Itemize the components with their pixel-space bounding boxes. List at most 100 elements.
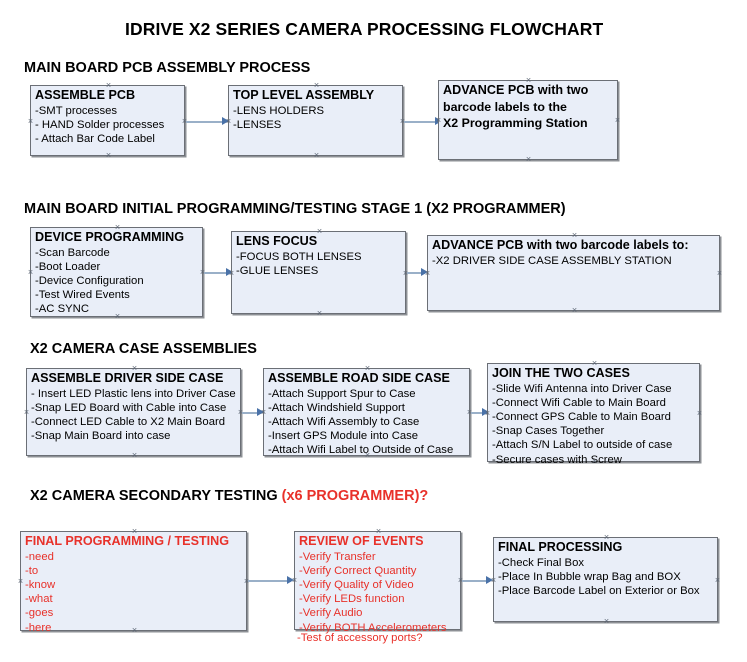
section-title-text: X2 CAMERA SECONDARY TESTING <box>30 488 282 504</box>
connector-device-programming-to-lens-focus <box>204 272 228 274</box>
connection-handle-bottom[interactable] <box>591 458 598 465</box>
section-title-main-board-initial-programming: MAIN BOARD INITIAL PROGRAMMING/TESTING S… <box>24 201 566 217</box>
node-device-programming[interactable]: DEVICE PROGRAMMING -Scan Barcode -Boot L… <box>30 227 203 317</box>
node-top-level-assembly[interactable]: TOP LEVEL ASSEMBLY -LENS HOLDERS -LENSES <box>228 85 403 156</box>
connection-handle-left[interactable] <box>291 577 298 584</box>
node-line: X2 Programming Station <box>443 115 588 130</box>
connection-handle-left[interactable] <box>27 118 34 125</box>
connection-handle-left[interactable] <box>484 410 491 417</box>
connection-handle-left[interactable] <box>424 270 431 277</box>
node-header: ASSEMBLE DRIVER SIDE CASE <box>31 371 224 385</box>
connection-handle-right[interactable] <box>714 577 721 584</box>
node-header: ASSEMBLE PCB <box>35 88 136 102</box>
connection-handle-bottom[interactable] <box>316 310 323 317</box>
connection-handle-bottom[interactable] <box>131 627 138 634</box>
connection-handle-right[interactable] <box>716 270 723 277</box>
connection-handle-top[interactable] <box>131 528 138 535</box>
node-line: -here <box>25 621 52 634</box>
connection-handle-top[interactable] <box>114 224 121 231</box>
node-line: -Slide Wifi Antenna into Driver Case <box>492 382 672 395</box>
connection-handle-top[interactable] <box>131 365 138 372</box>
connection-handle-bottom[interactable] <box>603 618 610 625</box>
connection-handle-top[interactable] <box>105 82 112 89</box>
connector-lens-focus-to-advance-pcb <box>407 272 425 274</box>
node-line: -to <box>25 564 39 577</box>
node-line: -Attach Wifi Assembly to Case <box>268 415 420 428</box>
node-line: - HAND Solder processes <box>35 118 165 131</box>
node-overflow-line-review-of-events: -Test of accessory ports? <box>297 632 423 644</box>
node-line: -know <box>25 578 56 591</box>
node-line: -Check Final Box <box>498 556 585 569</box>
node-line: -Device Configuration <box>35 274 144 287</box>
connection-handle-right[interactable] <box>696 410 703 417</box>
node-lens-focus[interactable]: LENS FOCUS -FOCUS BOTH LENSES -GLUE LENS… <box>231 231 406 314</box>
connection-handle-bottom[interactable] <box>525 156 532 163</box>
node-assemble-pcb[interactable]: ASSEMBLE PCB -SMT processes - HAND Solde… <box>30 85 185 156</box>
connection-handle-top[interactable] <box>591 360 598 367</box>
connection-handle-left[interactable] <box>435 117 442 124</box>
node-line: - Insert LED Plastic lens into Driver Ca… <box>31 387 236 400</box>
node-line: -Verify Correct Quantity <box>299 564 417 577</box>
node-line: -X2 DRIVER SIDE CASE ASSEMBLY STATION <box>432 254 672 267</box>
section-title-x2-camera-secondary-testing: X2 CAMERA SECONDARY TESTING (x6 PROGRAMM… <box>30 488 428 504</box>
connection-handle-bottom[interactable] <box>571 307 578 314</box>
node-advance-pcb-to-driver-side-case[interactable]: ADVANCE PCB with two barcode labels to: … <box>427 235 720 311</box>
node-line: -Test Wired Events <box>35 289 130 302</box>
connection-handle-top[interactable] <box>571 232 578 239</box>
connector-final-programming-to-review-of-events <box>248 580 291 582</box>
connection-handle-top[interactable] <box>525 77 532 84</box>
connection-handle-left[interactable] <box>27 269 34 276</box>
node-line: -LENSES <box>233 118 282 131</box>
node-assemble-driver-side-case[interactable]: ASSEMBLE DRIVER SIDE CASE - Insert LED P… <box>26 368 241 456</box>
connection-handle-bottom[interactable] <box>114 313 121 320</box>
connection-handle-left[interactable] <box>260 409 267 416</box>
node-header: LENS FOCUS <box>236 234 318 248</box>
connection-handle-top[interactable] <box>364 365 371 372</box>
connection-handle-left[interactable] <box>23 409 30 416</box>
node-line: -Scan Barcode <box>35 246 110 259</box>
section-title-main-board-pcb-assembly: MAIN BOARD PCB ASSEMBLY PROCESS <box>24 60 311 76</box>
node-line: -Attach S/N Label to outside of case <box>492 439 673 452</box>
node-line: -Connect Wifi Cable to Main Board <box>492 396 666 409</box>
connection-handle-top[interactable] <box>375 528 382 535</box>
page-title: IDRIVE X2 SERIES CAMERA PROCESSING FLOWC… <box>125 19 604 39</box>
node-line: -LENS HOLDERS <box>233 104 325 117</box>
section-title-x2-camera-case-assemblies: X2 CAMERA CASE ASSEMBLIES <box>30 341 257 357</box>
node-final-programming-testing[interactable]: FINAL PROGRAMMING / TESTING -need -to -k… <box>17 528 247 634</box>
connection-handle-top[interactable] <box>316 228 323 235</box>
node-line: -Verify Transfer <box>299 550 376 563</box>
node-final-processing[interactable]: FINAL PROCESSING -Check Final Box -Place… <box>493 537 718 622</box>
node-assemble-road-side-case[interactable]: ASSEMBLE ROAD SIDE CASE -Attach Support … <box>263 368 470 456</box>
connection-handle-bottom[interactable] <box>313 152 320 159</box>
connection-handle-top[interactable] <box>603 534 610 541</box>
connection-handle-bottom[interactable] <box>364 452 371 459</box>
node-header: TOP LEVEL ASSEMBLY <box>233 88 375 102</box>
connection-handle-left[interactable] <box>490 577 497 584</box>
node-line: -Connect GPS Cable to Main Board <box>492 410 671 423</box>
node-line: -Secure cases with Screw <box>492 453 622 466</box>
node-line: -FOCUS BOTH LENSES <box>236 250 362 263</box>
node-line: -Attach Support Spur to Case <box>268 387 416 400</box>
connection-handle-right[interactable] <box>614 117 621 124</box>
section-title-accent: (x6 PROGRAMMER)? <box>281 488 429 504</box>
connection-handle-top[interactable] <box>313 82 320 89</box>
node-line: -Attach Wifi Label to Outside of Case <box>268 444 454 457</box>
connection-handle-left[interactable] <box>17 578 24 585</box>
node-advance-pcb-to-programming-station[interactable]: ADVANCE PCB with two barcode labels to t… <box>438 80 618 160</box>
node-header: ADVANCE PCB with two barcode labels to: <box>432 238 689 252</box>
connection-handle-bottom[interactable] <box>131 452 138 459</box>
node-header: DEVICE PROGRAMMING <box>35 230 185 244</box>
node-line: -Place In Bubble wrap Bag and BOX <box>498 570 681 583</box>
node-line: -Verify Quality of Video <box>299 578 414 591</box>
node-join-the-two-cases[interactable]: JOIN THE TWO CASES -Slide Wifi Antenna i… <box>484 360 703 466</box>
connection-handle-left[interactable] <box>228 270 235 277</box>
node-review-of-events[interactable]: REVIEW OF EVENTS -Verify Transfer -Verif… <box>291 528 461 634</box>
node-line: -AC SYNC <box>35 303 89 316</box>
connector-road-case-to-join-cases <box>471 412 487 414</box>
node-line: -Insert GPS Module into Case <box>268 430 419 443</box>
node-line: -Connect LED Cable to X2 Main Board <box>31 415 226 428</box>
node-line: -Boot Loader <box>35 260 101 273</box>
connection-handle-bottom[interactable] <box>105 152 112 159</box>
connection-handle-left[interactable] <box>225 118 232 125</box>
